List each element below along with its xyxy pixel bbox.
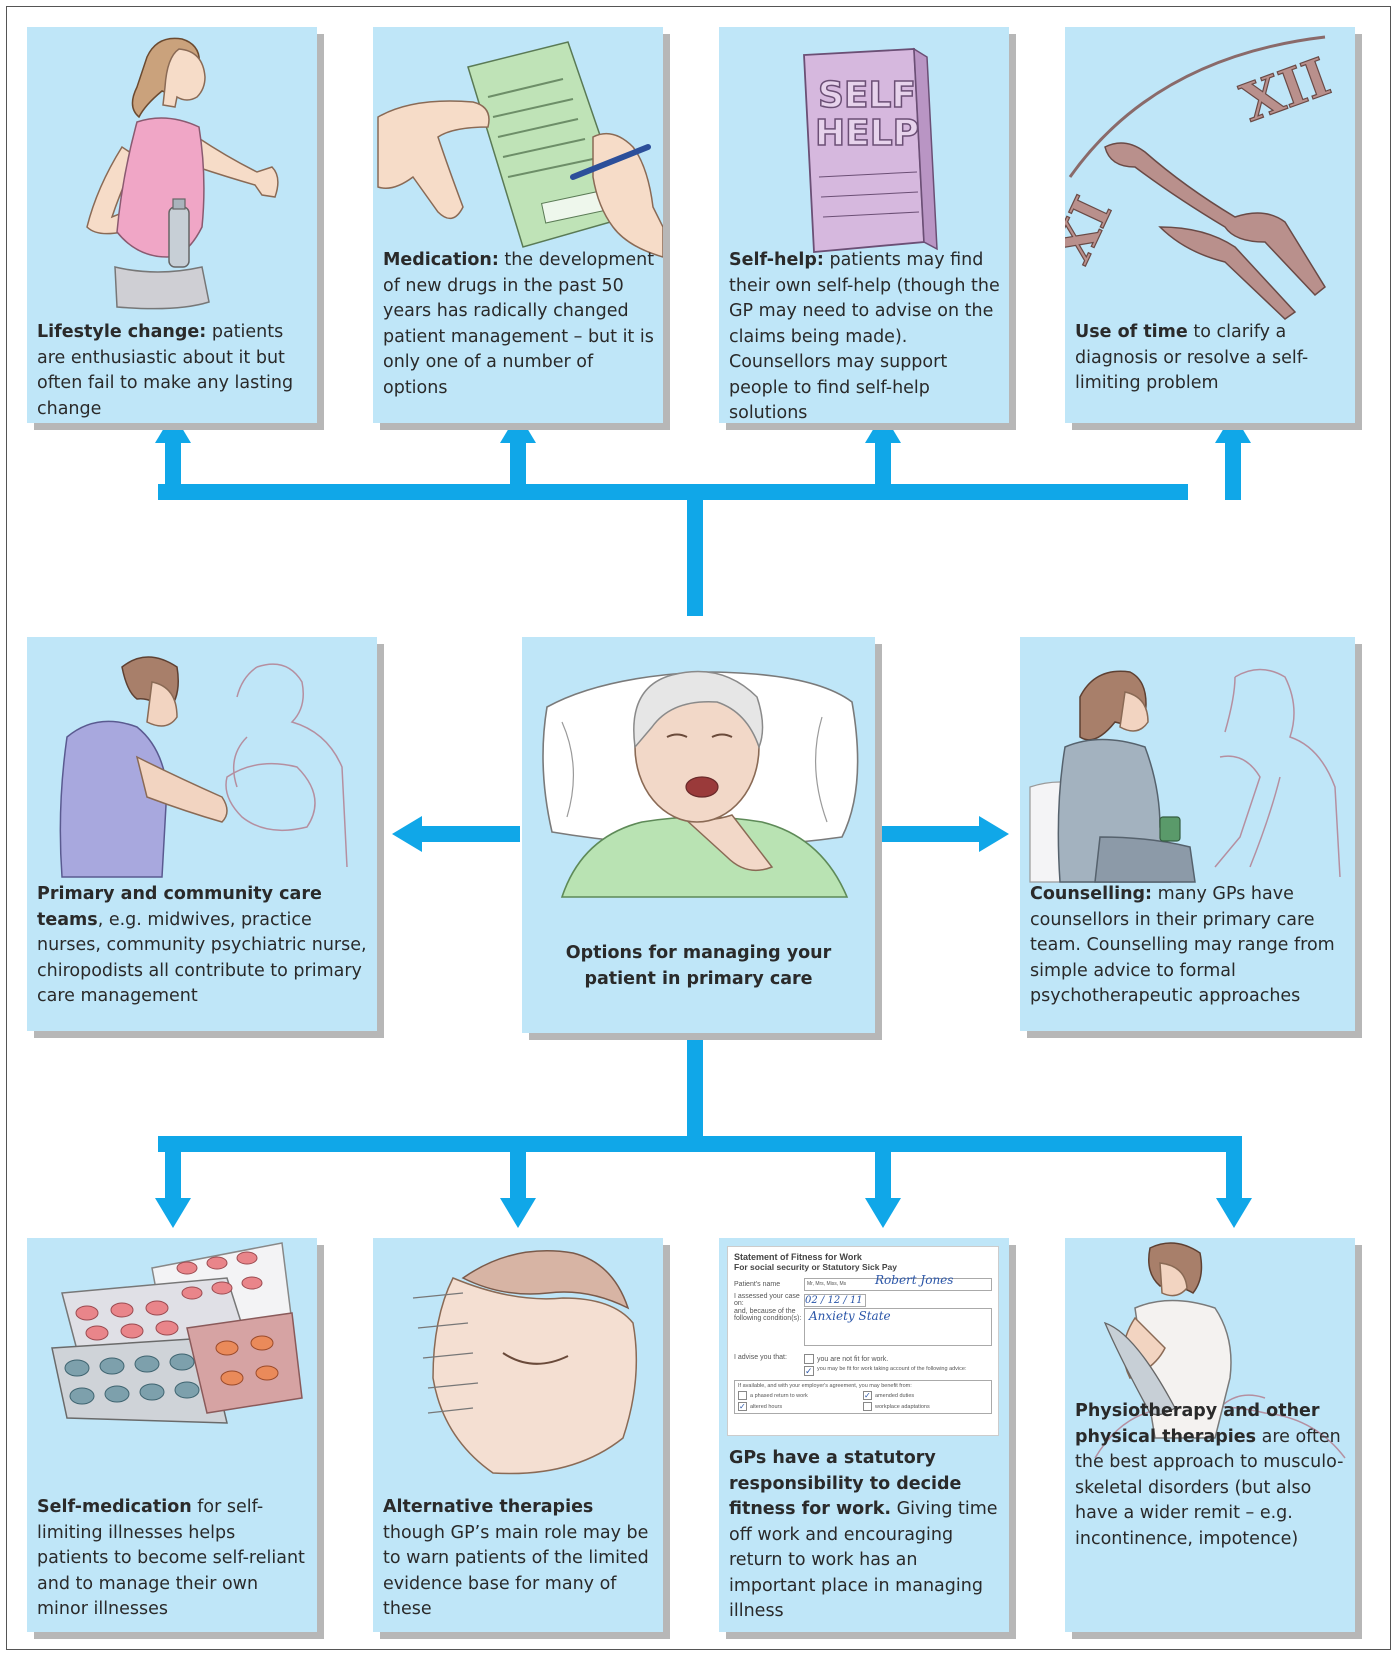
acupuncture-illustration — [373, 1238, 663, 1488]
caption-use-of-time-bold: Use of time — [1075, 322, 1188, 342]
fit-note-subtitle: For social security or Statutory Sick Pa… — [734, 1262, 992, 1272]
counselling-illustration — [1020, 637, 1355, 887]
fit-note-condition-label: and, because of the following condition(… — [734, 1308, 804, 1350]
fit-note-patient-prefix: Mr, Mrs, Miss, Ms — [807, 1281, 846, 1287]
top-arrow-shaft-4 — [1225, 440, 1241, 500]
caption-lifestyle: Lifestyle change: patients are enthusias… — [37, 320, 309, 422]
book-title-line2: HELP — [815, 113, 919, 154]
card-center: Options for managing your patient in pri… — [522, 637, 875, 1033]
checkbox-workplace — [863, 1402, 872, 1411]
fit-note-assessed-label: I assessed your case on: — [734, 1293, 804, 1307]
caption-care-teams: Primary and community care teams, e.g. m… — [37, 882, 369, 1010]
top-arrow-shaft-3 — [875, 440, 891, 500]
blister-packs-illustration — [27, 1238, 317, 1488]
caption-self-help: Self-help: patients may find their own s… — [729, 248, 1001, 423]
checkbox-amended: ✓ — [863, 1391, 872, 1400]
card-self-medication: Self-medication for self-limiting illnes… — [27, 1238, 317, 1632]
right-arrow-shaft — [881, 826, 981, 842]
caption-counselling-bold: Counselling: — [1030, 884, 1152, 904]
fit-note-patient-name: Robert Jones — [875, 1273, 953, 1287]
card-fitness: Statement of Fitness for Work For social… — [719, 1238, 1009, 1632]
bottom-branch-bar — [158, 1136, 1242, 1152]
arrow-down-alternative — [500, 1198, 536, 1228]
card-self-help: SELF HELP Self-help: patients may find t… — [719, 27, 1009, 423]
caption-alternative-bold: Alternative therapies — [383, 1497, 593, 1517]
bottom-stem — [687, 1034, 703, 1152]
checkbox-not-fit — [804, 1354, 814, 1364]
arrow-down-self-medication — [155, 1198, 191, 1228]
bottom-arrow-shaft-1 — [165, 1136, 181, 1202]
card-medication: Medication: the development of new drugs… — [373, 27, 663, 423]
book-title-line1: SELF — [818, 75, 916, 116]
card-care-teams: Primary and community care teams, e.g. m… — [27, 637, 377, 1031]
fit-note-assessed-date: 02 / 12 / 11 — [804, 1294, 866, 1307]
fit-note-amended: amended duties — [875, 1393, 914, 1399]
clock-illustration: XII XI — [1065, 27, 1355, 327]
top-arrow-shaft-1 — [165, 440, 181, 500]
arrow-left-care-teams — [392, 816, 422, 852]
checkbox-phased — [738, 1391, 747, 1400]
caption-use-of-time: Use of time to clarify a diagnosis or re… — [1075, 320, 1347, 397]
top-arrow-shaft-2 — [510, 440, 526, 500]
bottom-arrow-shaft-4 — [1226, 1136, 1242, 1202]
caption-self-medication: Self-medication for self-limiting illnes… — [37, 1495, 309, 1623]
card-lifestyle: Lifestyle change: patients are enthusias… — [27, 27, 317, 423]
caption-counselling: Counselling: many GPs have counsellors i… — [1030, 882, 1347, 1010]
left-arrow-shaft — [420, 826, 520, 842]
midwife-illustration — [27, 637, 377, 887]
caption-self-help-text: patients may find their own self-help (t… — [729, 250, 1000, 423]
clock-numeral-left: XI — [1065, 188, 1124, 272]
caption-fitness: GPs have a statutory responsibility to d… — [729, 1446, 1001, 1625]
caption-self-medication-bold: Self-medication — [37, 1497, 192, 1517]
card-physio: Physiotherapy and other physical therapi… — [1065, 1238, 1355, 1632]
fit-note-altered: altered hours — [750, 1404, 782, 1410]
fit-note-opt-may-be-fit: you may be fit for work taking account o… — [817, 1366, 967, 1372]
arrow-down-physio — [1216, 1198, 1252, 1228]
fit-note-phased: a phased return to work — [750, 1393, 808, 1399]
top-stem — [687, 484, 703, 616]
patient-in-bed-illustration — [522, 637, 875, 917]
fit-note-title: Statement of Fitness for Work — [734, 1252, 992, 1262]
fit-note-workplace: workplace adaptations — [875, 1404, 930, 1410]
bottom-arrow-shaft-2 — [510, 1136, 526, 1202]
caption-medication-text: the development of new drugs in the past… — [383, 250, 654, 398]
caption-medication-bold: Medication: — [383, 250, 499, 270]
caption-alternative-text: though GP’s main role may be to warn pat… — [383, 1523, 649, 1620]
fit-note-patient-label: Patient's name — [734, 1281, 804, 1288]
fit-note-condition: Anxiety State — [804, 1308, 992, 1346]
card-use-of-time: XII XI Use of time to clarify a diagnosi… — [1065, 27, 1355, 423]
fit-note-benefit-label: If available, and with your employer's a… — [738, 1383, 988, 1389]
fit-note-form: Statement of Fitness for Work For social… — [727, 1246, 999, 1436]
fit-note-advise-label: I advise you that: — [734, 1354, 804, 1376]
fit-note-opt-not-fit: you are not fit for work. — [817, 1356, 888, 1363]
woman-jogging-illustration — [27, 27, 317, 327]
caption-medication: Medication: the development of new drugs… — [383, 248, 655, 401]
caption-lifestyle-bold: Lifestyle change: — [37, 322, 206, 342]
caption-self-help-bold: Self-help: — [729, 250, 824, 270]
clock-numeral-top: XII — [1234, 46, 1338, 134]
bottom-arrow-shaft-3 — [875, 1136, 891, 1202]
arrow-down-fitness — [865, 1198, 901, 1228]
arrow-right-counselling — [979, 816, 1009, 852]
card-counselling: Counselling: many GPs have counsellors i… — [1020, 637, 1355, 1031]
caption-physio: Physiotherapy and other physical therapi… — [1075, 1399, 1347, 1552]
checkbox-altered: ✓ — [738, 1402, 747, 1411]
top-branch-bar — [158, 484, 1188, 500]
card-alternative: Alternative therapies though GP’s main r… — [373, 1238, 663, 1632]
checkbox-may-be-fit: ✓ — [804, 1366, 814, 1376]
caption-alternative: Alternative therapies though GP’s main r… — [383, 1495, 655, 1623]
center-title: Options for managing your patient in pri… — [532, 941, 865, 992]
